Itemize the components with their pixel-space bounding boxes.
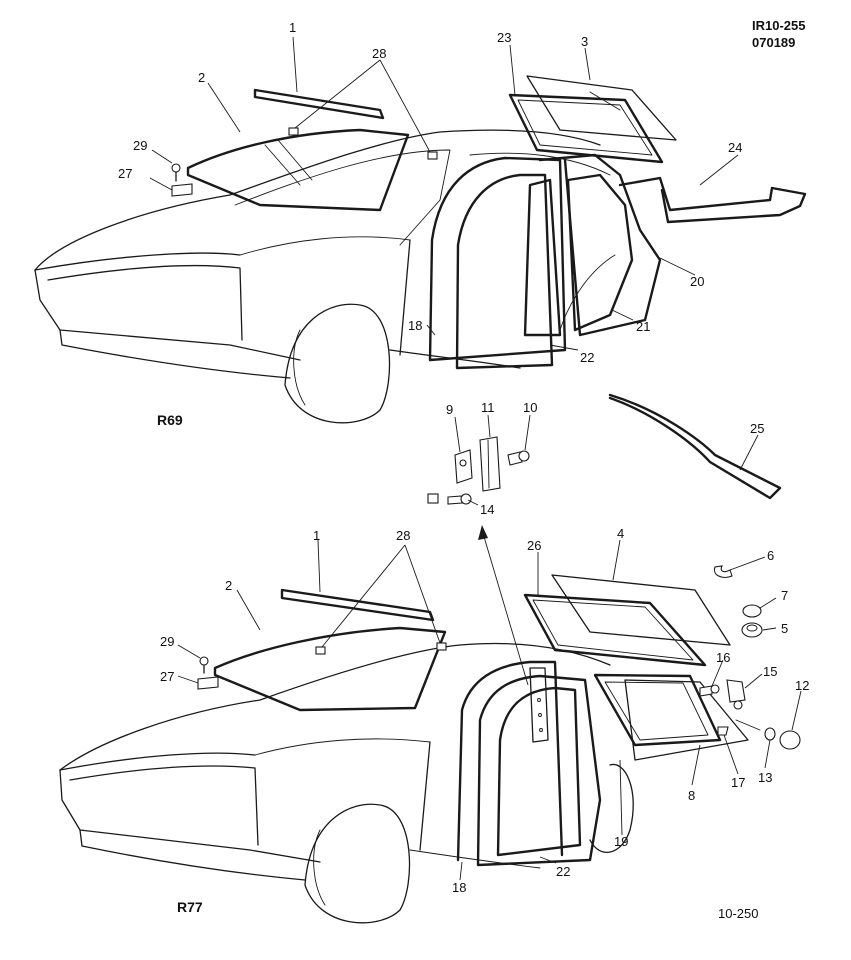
- screw-29-top: [171, 163, 181, 182]
- footer-ref: 10-250: [718, 906, 758, 921]
- reference-arrow: [478, 525, 529, 686]
- clip-28-top-b: [427, 151, 438, 160]
- windshield-top: [186, 128, 410, 212]
- clip-28-top-a: [288, 127, 299, 136]
- window-frame-26: [523, 593, 707, 667]
- callout-16: 16: [716, 650, 730, 665]
- screw-29-bottom: [199, 656, 209, 674]
- callout-2-top: 2: [198, 70, 205, 85]
- callout-21: 21: [636, 319, 650, 334]
- clip-28-bottom-b: [436, 642, 447, 651]
- window-frame-23: [508, 93, 664, 164]
- callout-29-bottom: 29: [160, 634, 174, 649]
- callout-27-top: 27: [118, 166, 132, 181]
- callout-14: 14: [480, 502, 494, 517]
- car-body-top: [34, 129, 611, 424]
- callout-23: 23: [497, 30, 511, 45]
- callout-18-bottom: 18: [452, 880, 466, 895]
- roof-molding-top: [253, 88, 385, 120]
- callout-7: 7: [781, 588, 788, 603]
- callout-5: 5: [781, 621, 788, 636]
- callout-6: 6: [767, 548, 774, 563]
- bracket-27-bottom: [197, 676, 219, 690]
- callout-25: 25: [750, 421, 764, 436]
- callout-18-top: 18: [408, 318, 422, 333]
- door-weatherstrips-top: [428, 153, 662, 370]
- callout-19: 19: [614, 834, 628, 849]
- callout-11: 11: [481, 400, 495, 415]
- callout-22-top: 22: [580, 350, 594, 365]
- car-body-bottom: [59, 642, 634, 924]
- callout-9: 9: [446, 402, 453, 417]
- hinge-hardware: [427, 436, 530, 505]
- callout-12: 12: [795, 678, 809, 693]
- small-hardware: [699, 565, 801, 750]
- window-frame-23-inner: [517, 99, 653, 156]
- view-label-r69: R69: [157, 412, 183, 428]
- callout-22-bottom: 22: [556, 864, 570, 879]
- callout-13: 13: [758, 770, 772, 785]
- callout-28-top: 28: [372, 46, 386, 61]
- view-label-r77: R77: [177, 899, 203, 915]
- glass-4: [551, 574, 731, 646]
- callout-4: 4: [617, 526, 624, 541]
- callout-29-top: 29: [133, 138, 147, 153]
- glass-3: [526, 75, 677, 141]
- callout-2-bottom: 2: [225, 578, 232, 593]
- callout-17: 17: [731, 775, 745, 790]
- roof-molding-bottom: [280, 588, 435, 622]
- quarter-window-19: [593, 673, 722, 747]
- weatherstrip-24: [618, 176, 807, 224]
- callout-15: 15: [763, 664, 777, 679]
- callout-20: 20: [690, 274, 704, 289]
- callout-28-bottom: 28: [396, 528, 410, 543]
- callout-8: 8: [688, 788, 695, 803]
- leader-lines: [149, 36, 802, 881]
- callout-3: 3: [581, 34, 588, 49]
- bracket-27-top: [171, 183, 193, 197]
- callout-10: 10: [523, 400, 537, 415]
- callout-24: 24: [728, 140, 742, 155]
- quarter-glass-8: [624, 679, 749, 761]
- diagram-code-1: IR10-255: [752, 18, 805, 33]
- callout-27-bottom: 27: [160, 669, 174, 684]
- callout-26: 26: [527, 538, 541, 553]
- weatherstrip-25: [608, 393, 782, 500]
- callout-1-top: 1: [289, 20, 296, 35]
- windshield-bottom: [213, 626, 447, 712]
- clip-28-bottom-a: [315, 646, 326, 655]
- callout-1-bottom: 1: [313, 528, 320, 543]
- door-weatherstrips-bottom: [456, 660, 602, 867]
- diagram-code-2: 070189: [752, 35, 795, 50]
